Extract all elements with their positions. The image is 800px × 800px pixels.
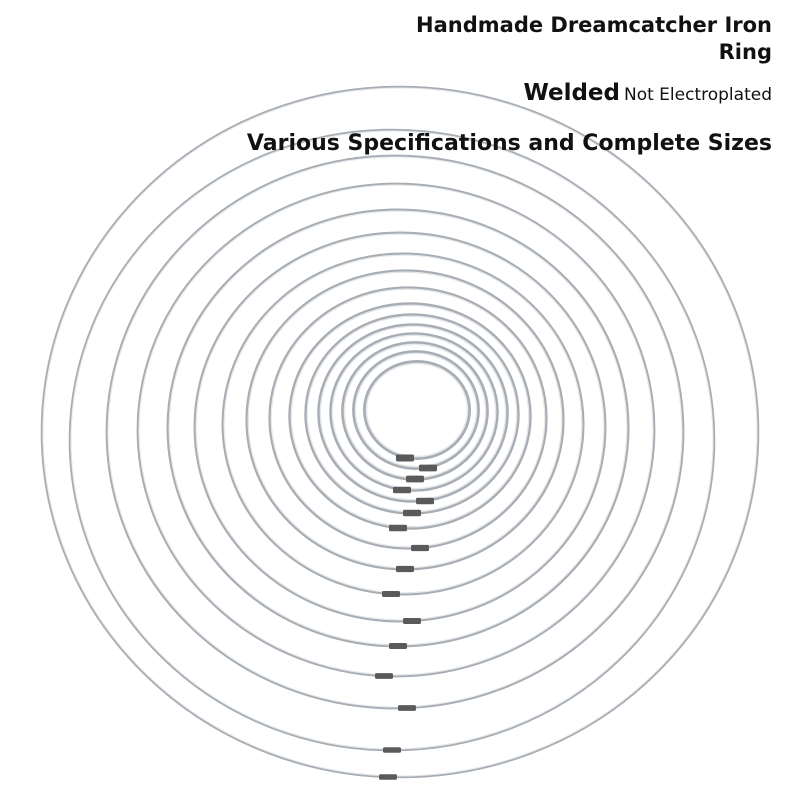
weld-joint xyxy=(383,747,401,753)
weld-joint xyxy=(375,673,393,679)
metal-ring-highlight xyxy=(168,210,628,646)
metal-ring xyxy=(317,323,509,503)
metal-ring xyxy=(166,208,630,648)
metal-ring xyxy=(68,128,716,752)
weld-joint xyxy=(403,509,421,517)
product-title-line-2: Ring xyxy=(718,40,772,64)
welded-label: Welded xyxy=(523,80,620,106)
metal-ring xyxy=(136,182,656,678)
metal-ring-highlight xyxy=(270,288,546,548)
metal-ring xyxy=(193,231,607,623)
weld-joint xyxy=(379,774,397,780)
metal-ring-highlight xyxy=(354,352,478,468)
metal-ring-highlight xyxy=(365,362,469,458)
metal-ring xyxy=(105,154,685,710)
metal-ring xyxy=(40,85,760,779)
specifications-subtitle: Various Specifications and Complete Size… xyxy=(246,131,772,156)
product-title-line-1: Handmade Dreamcatcher Iron xyxy=(416,13,772,37)
metal-ring-highlight xyxy=(107,156,683,708)
metal-ring-highlight xyxy=(223,254,583,594)
weld-joint xyxy=(398,705,416,711)
metal-ring xyxy=(268,286,548,550)
weld-joint xyxy=(389,643,407,649)
weld-joint xyxy=(416,497,434,505)
metal-ring-highlight xyxy=(138,184,654,676)
metal-ring xyxy=(329,332,499,492)
metal-ring xyxy=(352,350,480,470)
weld-joint xyxy=(406,475,424,483)
metal-ring xyxy=(363,360,471,460)
product-title: Handmade Dreamcatcher Iron Ring xyxy=(416,12,772,66)
metal-ring xyxy=(221,252,585,596)
metal-ring xyxy=(288,302,532,530)
weld-joint xyxy=(396,565,414,573)
weld-joint xyxy=(411,544,429,552)
weld-joint xyxy=(396,454,414,462)
weld-joint xyxy=(382,591,400,597)
metal-ring-highlight xyxy=(331,334,497,490)
metal-ring-highlight xyxy=(290,304,530,528)
weld-joint xyxy=(419,464,437,472)
metal-ring-highlight xyxy=(319,325,507,501)
weld-joint xyxy=(389,524,407,532)
weld-joint xyxy=(393,486,411,494)
weld-joint xyxy=(403,618,421,624)
not-electroplated-label: Not Electroplated xyxy=(624,85,772,105)
metal-ring-highlight xyxy=(195,233,605,621)
metal-ring-highlight xyxy=(42,87,758,777)
